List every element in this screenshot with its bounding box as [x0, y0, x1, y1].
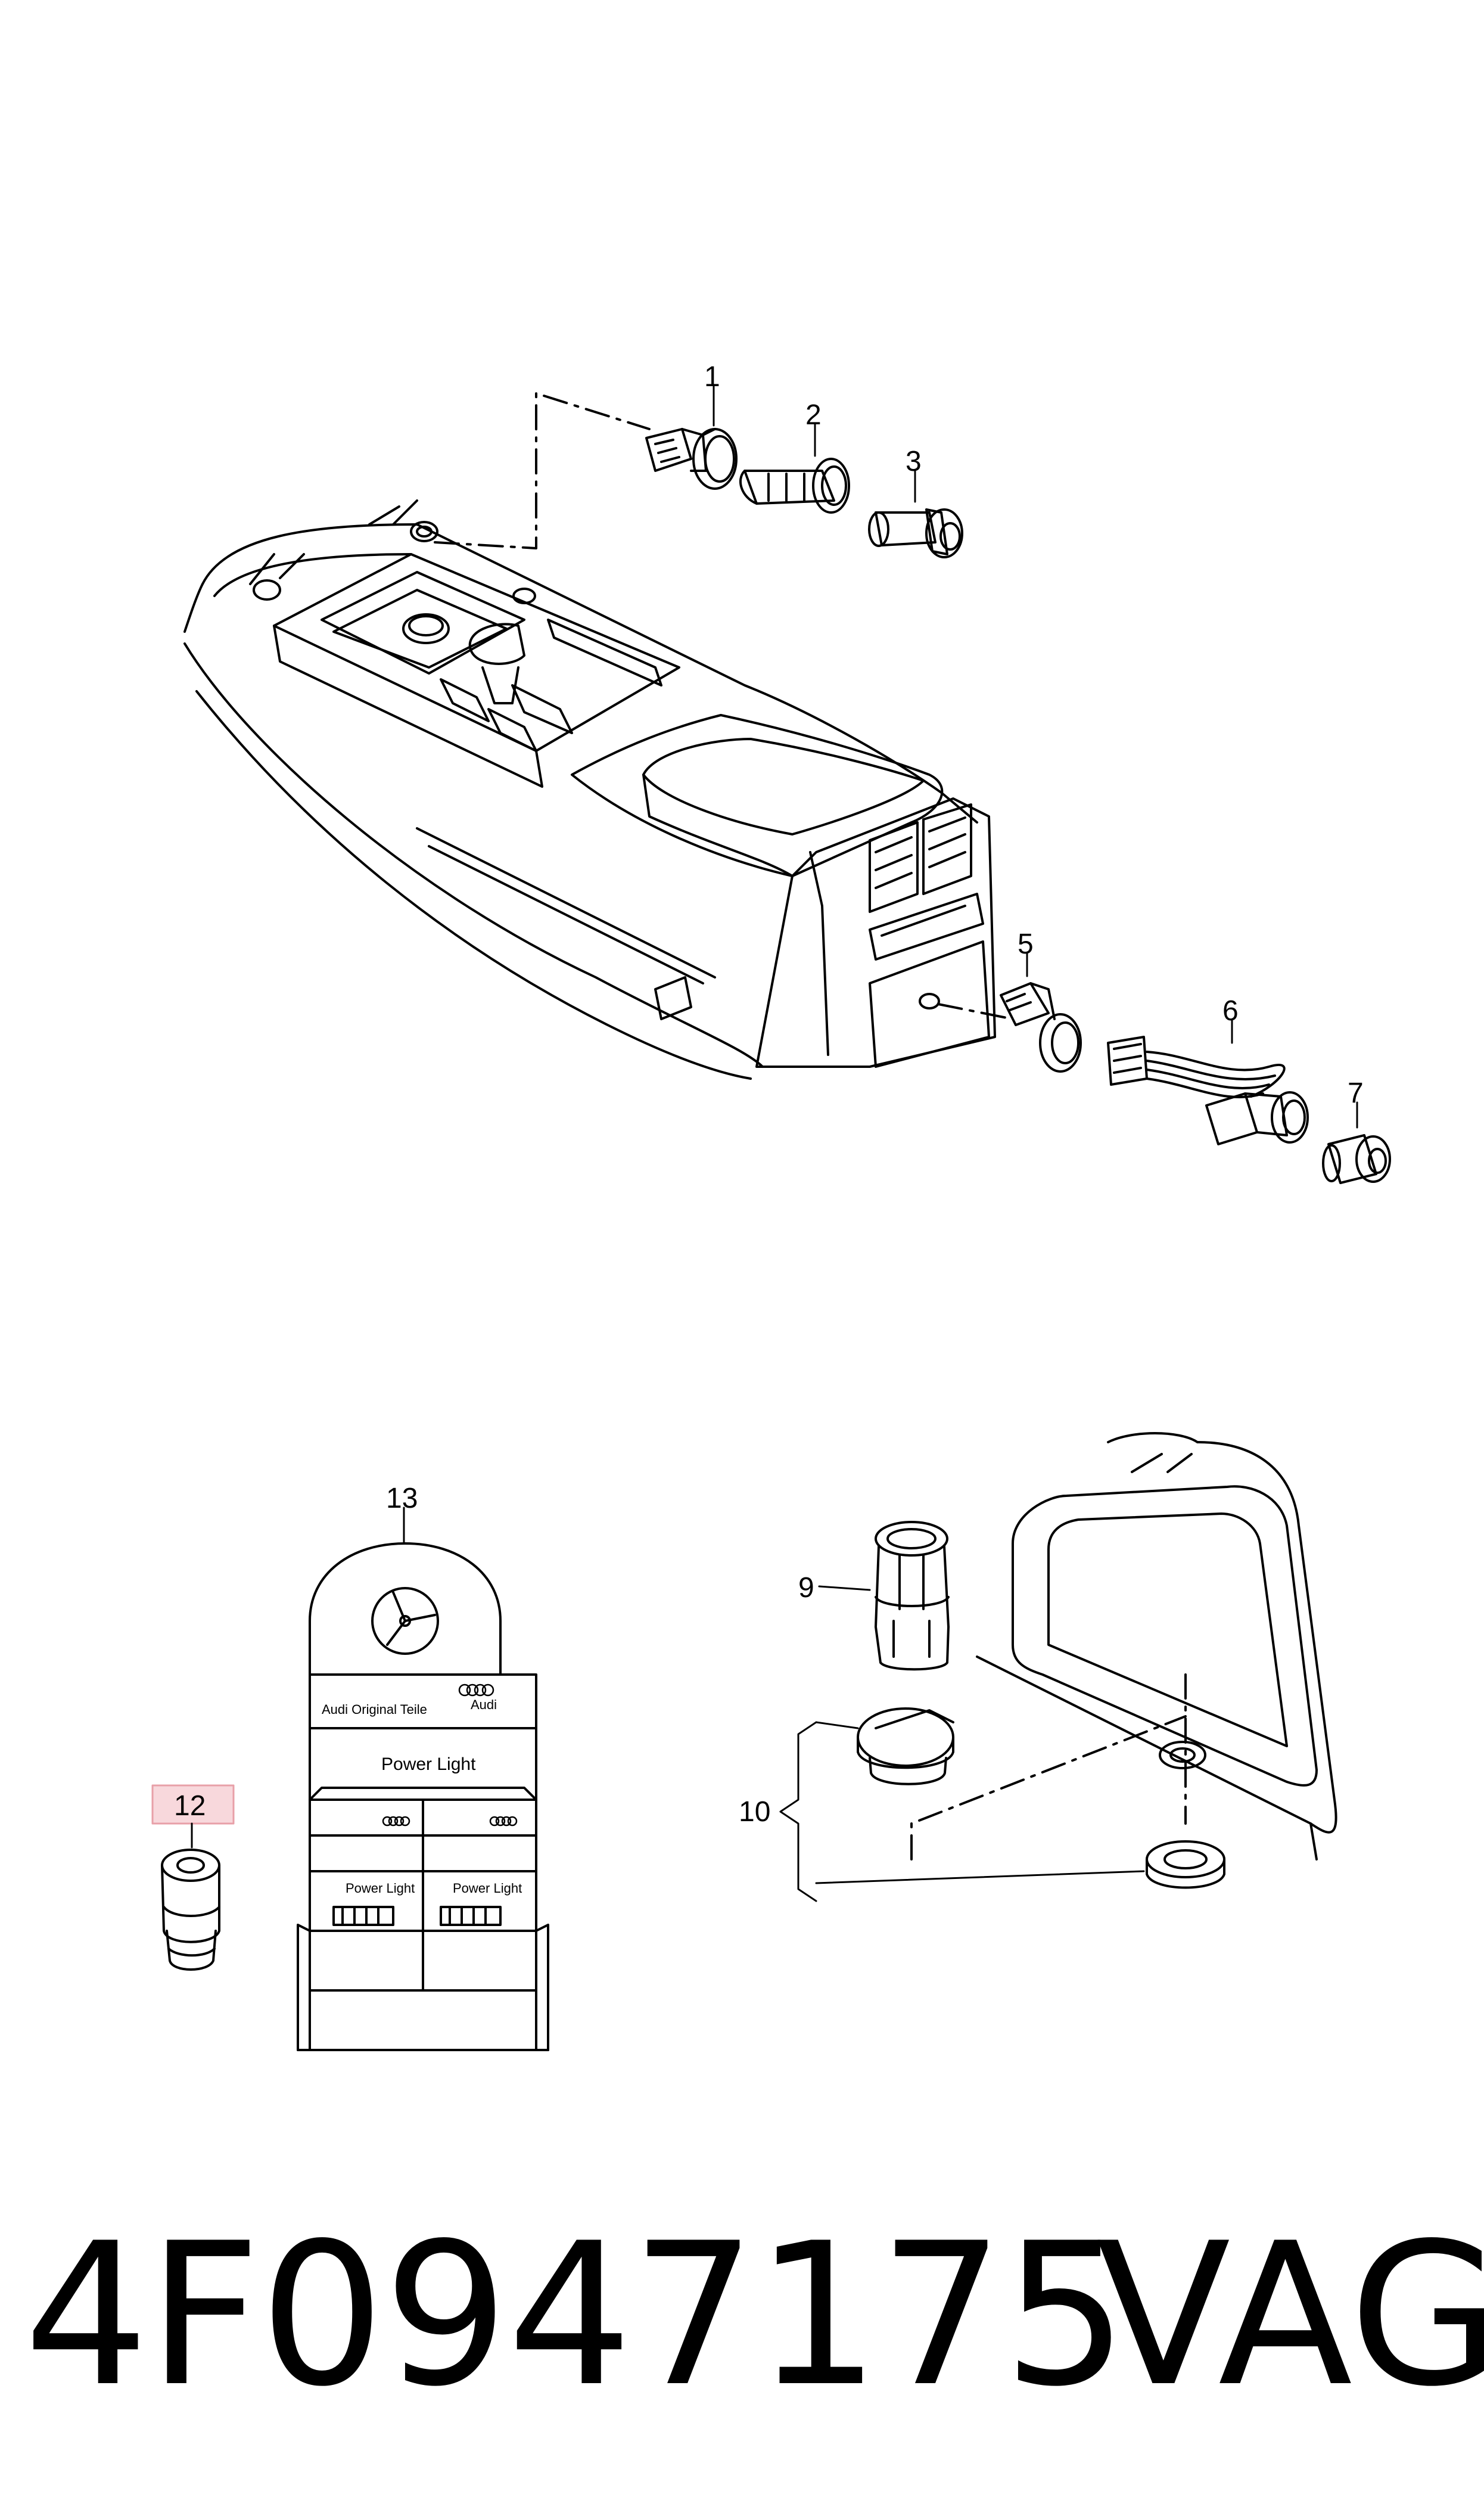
box-slot-label-left: Power Light [346, 1881, 415, 1896]
part-12-highlight [151, 1784, 235, 1825]
leader-lines [434, 392, 1187, 1860]
callout-12: 12 [174, 1790, 206, 1822]
part-5-socket-housing [1000, 952, 1082, 1073]
part-2-socket-insert [739, 423, 850, 514]
part-10-cap-and-nut [779, 1707, 1225, 1902]
trunk-side-panel [976, 1432, 1337, 1860]
box-title-text: Power Light [381, 1754, 476, 1774]
part-12-plug [151, 1784, 235, 1971]
callout-3: 3 [906, 446, 922, 477]
part-13-display-box [297, 1507, 549, 2051]
callout-7: 7 [1348, 1077, 1364, 1109]
box-slot-label-right: Power Light [453, 1881, 522, 1896]
box-brand-text: Audi [471, 1697, 497, 1712]
callout-2: 2 [805, 399, 822, 431]
part-6-wiring-harness [1107, 1019, 1309, 1145]
callout-1: 1 [704, 361, 720, 393]
part-7-plug [1322, 1101, 1391, 1184]
part-1-socket-housing [645, 385, 738, 490]
callout-13: 13 [386, 1483, 418, 1514]
center-console-drawing [183, 499, 996, 1080]
callout-10: 10 [739, 1796, 770, 1828]
box-small-text: Audi Original Teile [322, 1702, 427, 1717]
callout-6: 6 [1222, 995, 1239, 1027]
part-9-socket-insert [818, 1521, 950, 1671]
brand-label: VAG [1096, 2201, 1484, 2430]
part-3-plug [868, 470, 963, 558]
callout-9: 9 [798, 1572, 814, 1604]
callout-5: 5 [1018, 928, 1034, 960]
part-number: 4F0947175 [24, 2201, 1128, 2430]
